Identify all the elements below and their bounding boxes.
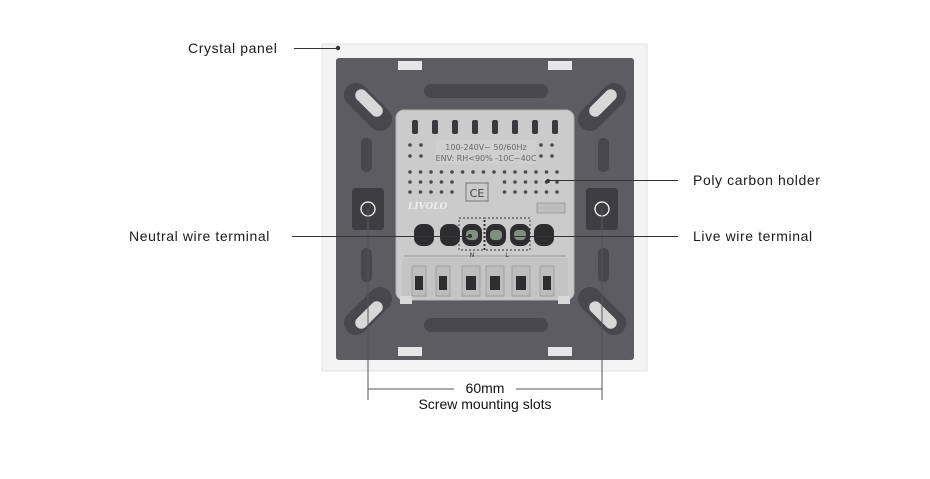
module-env-text: ENV: RH<90% -10C~40C — [436, 154, 537, 163]
poly-carbon-holder-label: Poly carbon holder — [693, 172, 821, 188]
dimension-caption: Screw mounting slots — [418, 396, 552, 412]
terminal-n-mark: N — [470, 252, 475, 259]
terminal-l-mark: L — [505, 252, 509, 259]
poly-carbon-leader — [548, 180, 678, 181]
crystal-panel-leader — [294, 48, 338, 49]
ce-mark: CE — [470, 187, 485, 200]
neutral-wire-leader — [292, 236, 470, 237]
neutral-wire-terminal-label: Neutral wire terminal — [129, 228, 270, 244]
dimension-value: 60mm — [465, 380, 505, 396]
crystal-panel-label: Crystal panel — [188, 40, 278, 56]
module-rating-text: 100-240V~ 50/60Hz — [445, 143, 526, 152]
live-wire-terminal-label: Live wire terminal — [693, 228, 813, 244]
brand-logo: LIVOLO — [407, 202, 448, 212]
live-wire-leader — [512, 236, 678, 237]
